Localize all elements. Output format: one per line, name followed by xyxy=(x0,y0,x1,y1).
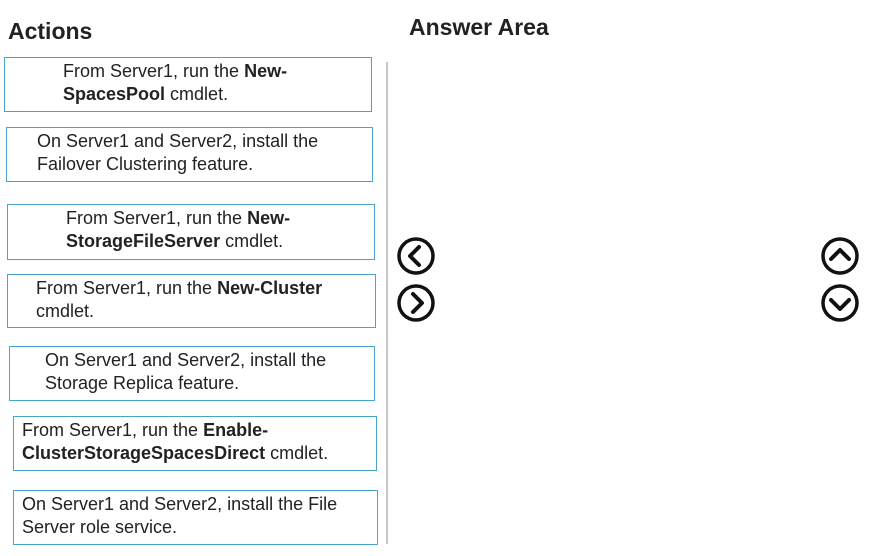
action-text: On Server1 and Server2, install the Stor… xyxy=(45,350,327,393)
chevron-left-circle-icon xyxy=(397,237,435,275)
move-down-button[interactable] xyxy=(820,283,860,323)
action-text: From Server1, run the xyxy=(22,420,204,440)
action-cmdlet: New-SpacesPool xyxy=(63,61,288,104)
action-item[interactable]: On Server1 and Server2, install the Stor… xyxy=(9,346,375,401)
actions-heading: Actions xyxy=(8,18,93,44)
action-text-suffix: cmdlet. xyxy=(36,301,95,321)
action-cmdlet: Enable-ClusterStorageSpacesDirect xyxy=(22,420,269,463)
action-text: On Server1 and Server2, install the File… xyxy=(22,494,338,537)
action-item[interactable]: From Server1, run the New-StorageFileSer… xyxy=(7,204,375,260)
action-cmdlet: New-StorageFileServer xyxy=(66,208,291,251)
action-text: From Server1, run the xyxy=(66,208,248,228)
action-item[interactable]: From Server1, run the New-Cluster cmdlet… xyxy=(7,274,376,328)
column-divider xyxy=(386,62,388,544)
action-item[interactable]: From Server1, run the New-SpacesPool cmd… xyxy=(4,57,372,112)
action-text-suffix: cmdlet. xyxy=(265,443,329,463)
action-text-suffix: cmdlet. xyxy=(220,231,284,251)
chevron-up-circle-icon xyxy=(821,237,859,275)
move-right-button[interactable] xyxy=(396,283,436,323)
action-text-suffix: cmdlet. xyxy=(165,84,229,104)
move-up-button[interactable] xyxy=(820,236,860,276)
action-cmdlet: New-Cluster xyxy=(217,278,323,298)
action-text: From Server1, run the xyxy=(36,278,218,298)
action-item[interactable]: On Server1 and Server2, install the Fail… xyxy=(6,127,373,182)
answer-area-heading: Answer Area xyxy=(409,14,549,40)
chevron-down-circle-icon xyxy=(821,284,859,322)
move-left-button[interactable] xyxy=(396,236,436,276)
action-item[interactable]: From Server1, run the Enable-ClusterStor… xyxy=(13,416,377,471)
action-text: On Server1 and Server2, install the Fail… xyxy=(37,131,319,174)
chevron-right-circle-icon xyxy=(397,284,435,322)
action-text: From Server1, run the xyxy=(63,61,245,81)
action-item[interactable]: On Server1 and Server2, install the File… xyxy=(13,490,378,545)
